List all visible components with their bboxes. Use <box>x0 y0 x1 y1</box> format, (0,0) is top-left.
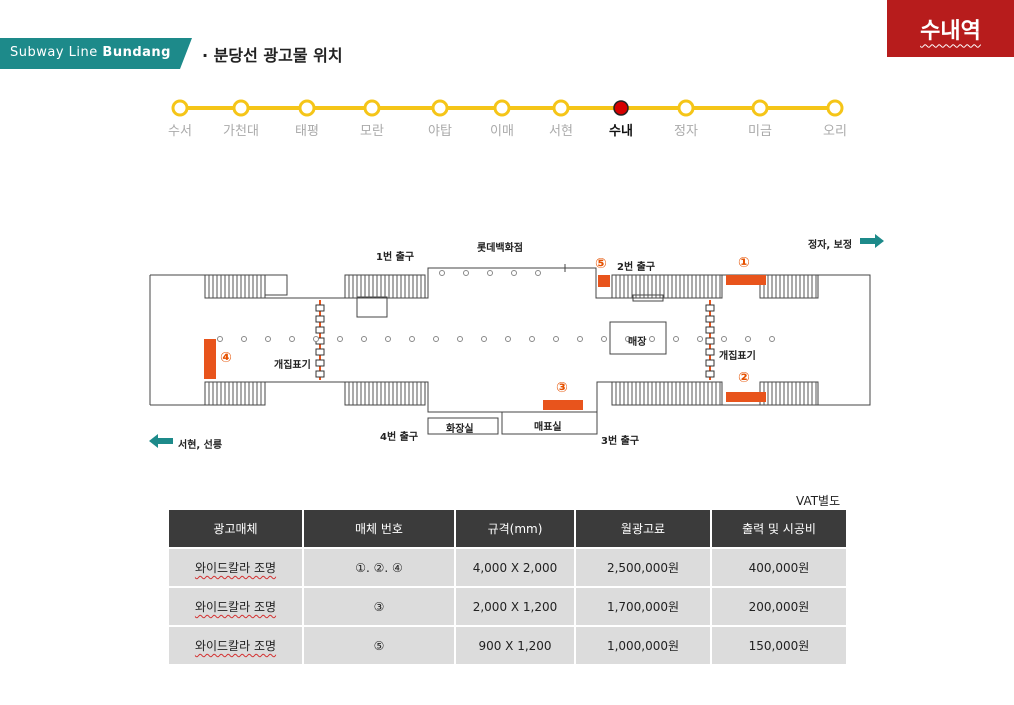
station-dot <box>171 99 189 117</box>
pricing-table: 광고매체 매체 번호 규격(mm) 월광고료 출력 및 시공비 와이드칼라 조명… <box>169 510 846 664</box>
cell-media-no: ①. ②. ④ <box>303 547 456 587</box>
floor-plan <box>149 234 884 448</box>
station-dot <box>298 99 316 117</box>
gate-left-label: 개집표기 <box>274 360 311 371</box>
station-dot <box>552 99 570 117</box>
ticket-office-label: 매표실 <box>534 422 562 433</box>
line-tag-text: Subway Line Bundang <box>10 45 171 60</box>
direction-left-label: 서현, 선릉 <box>178 440 223 451</box>
arrow-right-icon <box>860 234 884 248</box>
station-badge: 수내역 <box>887 0 1014 57</box>
cell-media: 와이드칼라 조명 <box>169 625 304 664</box>
station-label: 가천대 <box>223 124 259 139</box>
cell-monthly-fee: 1,700,000원 <box>575 586 712 626</box>
table-row: 와이드칼라 조명 ①. ②. ④ 4,000 X 2,000 2,500,000… <box>169 547 846 587</box>
line-tag-shape <box>0 38 192 69</box>
ad-marker-3: ③ <box>556 380 568 396</box>
line-map <box>171 99 844 117</box>
header-media: 광고매체 <box>169 510 304 548</box>
lotte-label: 롯데백화점 <box>477 243 523 254</box>
ad-panel-4 <box>204 339 216 379</box>
station-dot <box>232 99 250 117</box>
ad-marker-5: ⑤ <box>595 256 607 272</box>
station-label: 모란 <box>360 124 384 139</box>
arrow-left-icon <box>149 434 173 448</box>
station-label: 이매 <box>490 124 514 139</box>
page-title: · 분당선 광고물 위치 <box>202 46 343 65</box>
cell-size: 4,000 X 2,000 <box>455 547 576 587</box>
station-dot <box>826 99 844 117</box>
ad-panel-3 <box>543 400 583 410</box>
station-label: 오리 <box>823 124 847 139</box>
cell-install-fee: 400,000원 <box>711 547 846 587</box>
cell-install-fee: 150,000원 <box>711 625 846 664</box>
cell-media-no: ⑤ <box>303 625 456 664</box>
gate-right-label: 개집표기 <box>719 351 756 362</box>
vat-note: VAT별도 <box>796 494 841 508</box>
header-size: 규격(mm) <box>455 510 576 548</box>
station-dot <box>751 99 769 117</box>
header-install-fee: 출력 및 시공비 <box>711 510 846 548</box>
shop-label: 매장 <box>628 337 647 348</box>
station-dot <box>363 99 381 117</box>
exit3-label: 3번 출구 <box>601 436 640 447</box>
header-media-no: 매체 번호 <box>303 510 456 548</box>
cell-size: 900 X 1,200 <box>455 625 576 664</box>
exit1-label: 1번 출구 <box>376 252 415 263</box>
station-label: 태평 <box>295 124 319 139</box>
line-tag: Subway Line Bundang <box>0 38 192 69</box>
cell-media-no: ③ <box>303 586 456 626</box>
ad-marker-4: ④ <box>220 350 232 366</box>
table-row: 와이드칼라 조명 ⑤ 900 X 1,200 1,000,000원 150,00… <box>169 625 846 664</box>
station-label: 정자 <box>674 124 698 139</box>
exit2-label: 2번 출구 <box>617 262 656 273</box>
station-dot <box>677 99 695 117</box>
ad-panel-1 <box>726 275 766 285</box>
ad-marker-1: ① <box>738 255 750 271</box>
station-dot <box>431 99 449 117</box>
cell-media: 와이드칼라 조명 <box>169 586 304 626</box>
station-dot <box>493 99 511 117</box>
cell-install-fee: 200,000원 <box>711 586 846 626</box>
table-row: 와이드칼라 조명 ③ 2,000 X 1,200 1,700,000원 200,… <box>169 586 846 626</box>
cell-media: 와이드칼라 조명 <box>169 547 304 587</box>
header-monthly-fee: 월광고료 <box>575 510 712 548</box>
ad-panel-2 <box>726 392 766 402</box>
ad-panel-5 <box>598 275 610 287</box>
exit4-label: 4번 출구 <box>380 432 419 443</box>
ad-marker-2: ② <box>738 370 750 386</box>
cell-monthly-fee: 2,500,000원 <box>575 547 712 587</box>
station-label: 수내 <box>609 124 633 139</box>
station-label: 서현 <box>549 124 573 139</box>
cell-size: 2,000 X 1,200 <box>455 586 576 626</box>
station-label: 수서 <box>168 124 192 139</box>
station-dot <box>613 100 629 116</box>
cell-monthly-fee: 1,000,000원 <box>575 625 712 664</box>
station-label: 야탑 <box>428 124 452 139</box>
station-label: 미금 <box>748 124 772 139</box>
direction-right-label: 정자, 보정 <box>808 240 853 251</box>
restroom-label: 화장실 <box>446 424 474 435</box>
table-header-row: 광고매체 매체 번호 규격(mm) 월광고료 출력 및 시공비 <box>169 510 846 548</box>
